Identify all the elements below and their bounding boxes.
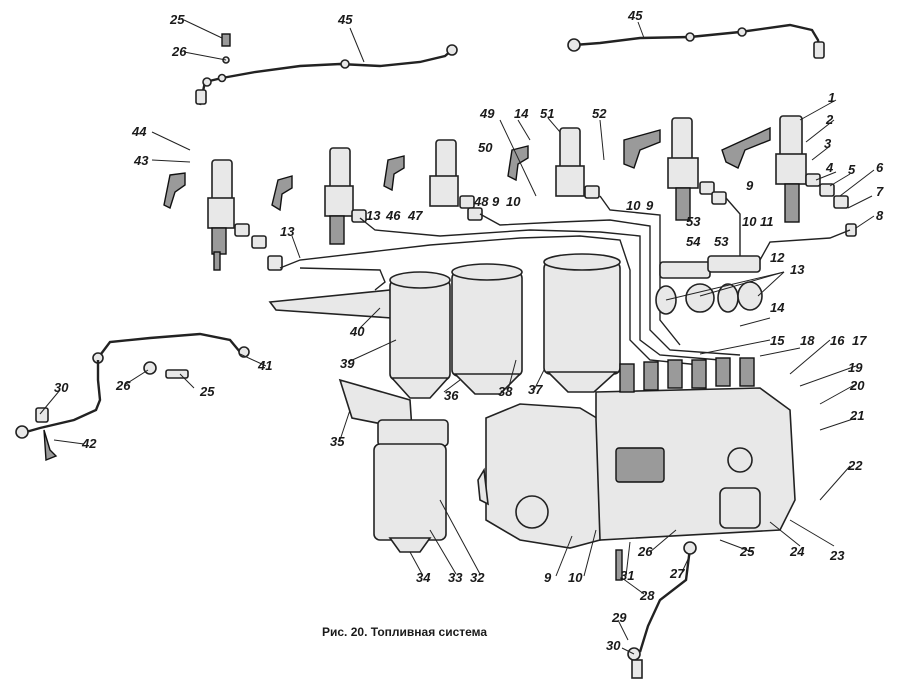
callout-label: 9 xyxy=(746,178,754,193)
high-pressure-pipes xyxy=(279,195,851,366)
callout-label: 46 xyxy=(385,208,401,223)
callout-label: 26 xyxy=(115,378,131,393)
callout-label: 23 xyxy=(829,548,845,563)
fine-filters xyxy=(389,253,621,399)
callout-label: 26 xyxy=(171,44,187,59)
callout-label: 45 xyxy=(627,8,643,23)
callout-label: 32 xyxy=(470,570,485,585)
injectors xyxy=(163,115,807,271)
callout-label: 38 xyxy=(498,384,513,399)
callout-label: 7 xyxy=(876,184,884,199)
callout-label: 36 xyxy=(444,388,459,403)
callout-label: 25 xyxy=(169,12,185,27)
callout-label: 40 xyxy=(349,324,365,339)
callout-label: 9 xyxy=(544,570,552,585)
fuel-pump xyxy=(477,357,796,549)
callout-label: 9 xyxy=(492,194,500,209)
figure-caption: Рис. 20. Топливная система xyxy=(322,625,487,639)
coil-tubes xyxy=(655,255,763,315)
coarse-filter xyxy=(338,378,449,553)
callout-label: 42 xyxy=(81,436,97,451)
callout-label: 29 xyxy=(611,610,627,625)
callout-label: 51 xyxy=(540,106,554,121)
callout-label: 43 xyxy=(133,153,149,168)
callout-label: 47 xyxy=(407,208,423,223)
callout-label: 10 xyxy=(506,194,521,209)
callout-label: 30 xyxy=(54,380,69,395)
callout-label: 13 xyxy=(280,224,295,239)
callout-label: 8 xyxy=(876,208,884,223)
callout-label: 14 xyxy=(514,106,529,121)
callout-label: 15 xyxy=(770,333,785,348)
callout-label: 21 xyxy=(849,408,864,423)
callout-label: 18 xyxy=(800,333,815,348)
callout-label: 34 xyxy=(416,570,431,585)
feed-pipe-27 xyxy=(615,541,697,679)
callout-label: 30 xyxy=(606,638,621,653)
callout-label: 16 xyxy=(830,333,845,348)
callout-label: 12 xyxy=(770,250,785,265)
callout-label: 33 xyxy=(448,570,463,585)
callout-label: 5 xyxy=(848,162,856,177)
callout-label: 50 xyxy=(478,140,493,155)
injector-fittings xyxy=(234,173,857,271)
callout-label: 28 xyxy=(639,588,655,603)
callout-label: 19 xyxy=(848,360,863,375)
callout-label: 20 xyxy=(849,378,865,393)
callout-label: 10 xyxy=(568,570,583,585)
callout-label: 48 xyxy=(473,194,489,209)
feed-pipe-41 xyxy=(15,332,250,462)
callout-label: 27 xyxy=(669,566,685,581)
callout-label: 44 xyxy=(131,124,147,139)
callout-label: 41 xyxy=(257,358,272,373)
callout-label: 11 xyxy=(760,214,774,229)
callout-label: 24 xyxy=(789,544,805,559)
callout-label: 53 xyxy=(714,234,729,249)
callout-label: 53 xyxy=(686,214,701,229)
callout-label: 17 xyxy=(852,333,867,348)
callout-label: 35 xyxy=(330,434,345,449)
callout-label: 6 xyxy=(876,160,884,175)
callout-label: 22 xyxy=(847,458,863,473)
callout-label: 4 xyxy=(825,160,834,175)
callout-label: 14 xyxy=(770,300,785,315)
callout-label: 25 xyxy=(199,384,215,399)
callout-label: 10 xyxy=(742,214,757,229)
callout-label: 31 xyxy=(620,568,634,583)
callout-label: 1 xyxy=(828,90,835,105)
callout-label: 13 xyxy=(366,208,381,223)
pump-plungers xyxy=(619,357,755,393)
callout-label: 2 xyxy=(825,112,834,127)
callout-label: 26 xyxy=(637,544,653,559)
drain-pipe-right xyxy=(567,23,825,59)
callout-label: 10 xyxy=(626,198,641,213)
callout-label: 39 xyxy=(340,356,355,371)
callout-label: 25 xyxy=(739,544,755,559)
callout-label: 37 xyxy=(528,382,543,397)
callout-label: 54 xyxy=(686,234,701,249)
callout-label: 3 xyxy=(824,136,832,151)
drain-pipe-left xyxy=(195,33,458,106)
callout-label: 13 xyxy=(790,262,805,277)
callout-label: 52 xyxy=(592,106,607,121)
callout-label: 49 xyxy=(479,106,495,121)
leader-lines xyxy=(39,19,875,655)
callout-label: 45 xyxy=(337,12,353,27)
callout-label: 9 xyxy=(646,198,654,213)
